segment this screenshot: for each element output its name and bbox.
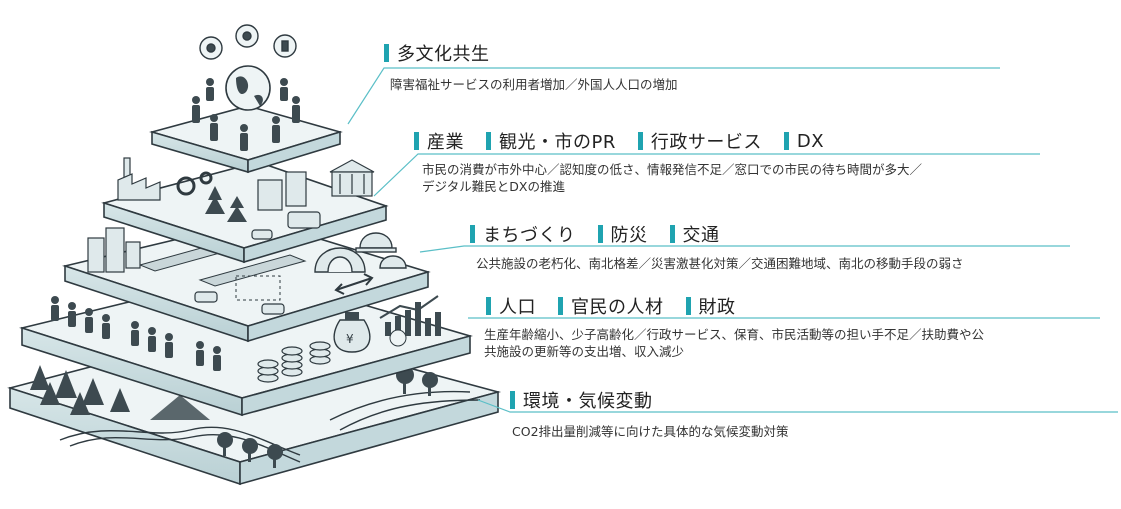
tier1-heading: 多文化共生 <box>384 40 490 66</box>
buildings-icon <box>87 227 141 273</box>
tier3-description-line: 公共施設の老朽化、南北格差／災害激甚化対策／交通困難地域、南北の移動手段の弱さ <box>476 256 964 271</box>
office-building-icon <box>257 171 307 211</box>
tier2-description-line: 市民の消費が市外中心／認知度の低さ、情報発信不足／窓口での市民の待ち時間が多大／ <box>422 162 923 177</box>
people-circle-icon <box>192 78 300 151</box>
connector-lines <box>347 67 1118 413</box>
tier5-description: CO2排出量削減等に向けた具体的な気候変動対策 <box>512 423 789 440</box>
tier2-heading-tourism: 観光・市のPR <box>486 128 616 154</box>
helmet-icon <box>355 232 407 269</box>
speech-bubble-icons <box>199 24 297 60</box>
gear-icon <box>176 171 213 196</box>
tier4-description: 生産年齢縮小、少子高齢化／行政サービス、保育、市民活動等の担い手不足／扶助費や公… <box>484 326 984 360</box>
pagoda-icon <box>205 186 247 222</box>
coins-icon <box>257 341 331 383</box>
river-icon <box>59 390 481 463</box>
tier1-description: 障害福祉サービスの利用者増加／外国人人口の増加 <box>390 76 678 93</box>
tier5-headings: 環境・気候変動 <box>510 387 675 413</box>
factory-icon <box>117 157 161 201</box>
two-way-arrow-icon <box>334 273 374 295</box>
tier1-headings: 多文化共生 <box>384 40 512 66</box>
tier3-heading-town-planning: まちづくり <box>470 221 576 247</box>
tier4-heading-finance: 財政 <box>685 293 736 319</box>
people-group-icon <box>51 296 221 371</box>
mountain-icon <box>150 395 210 420</box>
tier4-headings: 人口 官民の人材 財政 <box>486 293 758 319</box>
growth-chart-icon <box>379 295 441 347</box>
forest-icon <box>30 365 130 415</box>
globe-icon <box>225 65 271 111</box>
tier4-heading-human-resources: 官民の人材 <box>558 293 664 319</box>
tier3-heading-disaster-prevention: 防災 <box>597 221 648 247</box>
tier2-description: 市民の消費が市外中心／認知度の低さ、情報発信不足／窓口での市民の待ち時間が多大／… <box>422 161 922 195</box>
car-icon <box>194 291 285 315</box>
tier4-heading-population: 人口 <box>486 293 536 319</box>
money-bag-icon: ¥ <box>333 312 371 353</box>
tier1-description-line: 障害福祉サービスの利用者増加／外国人人口の増加 <box>390 77 678 92</box>
tier4-description-line: 生産年齢縮小、少子高齢化／行政サービス、保育、市民活動等の担い手不足／扶助費や公 <box>484 327 985 342</box>
tunnel-icon <box>314 247 366 273</box>
tier4-description-line: 共施設の更新等の支出増、収入減少 <box>484 344 685 359</box>
tier2-headings: 産業 観光・市のPR 行政サービス DX <box>414 128 846 154</box>
tier2-heading-dx: DX <box>783 131 824 152</box>
city-hall-icon <box>329 159 375 197</box>
tier3-headings: まちづくり 防災 交通 <box>470 221 742 247</box>
tier5-heading-environment: 環境・気候変動 <box>510 387 653 413</box>
svg-text:¥: ¥ <box>346 332 354 346</box>
tier2-heading-admin-service: 行政サービス <box>637 128 762 154</box>
bus-icon <box>251 211 321 240</box>
tier2-heading-industry: 産業 <box>414 128 464 154</box>
tier5-description-line: CO2排出量削減等に向けた具体的な気候変動対策 <box>512 424 789 439</box>
trees-icon <box>217 366 438 468</box>
tier3-heading-transport: 交通 <box>669 221 720 247</box>
tier3-description: 公共施設の老朽化、南北格差／災害激甚化対策／交通困難地域、南北の移動手段の弱さ <box>476 255 964 272</box>
tier2-description-line: デジタル難民とDXの推進 <box>422 179 565 194</box>
